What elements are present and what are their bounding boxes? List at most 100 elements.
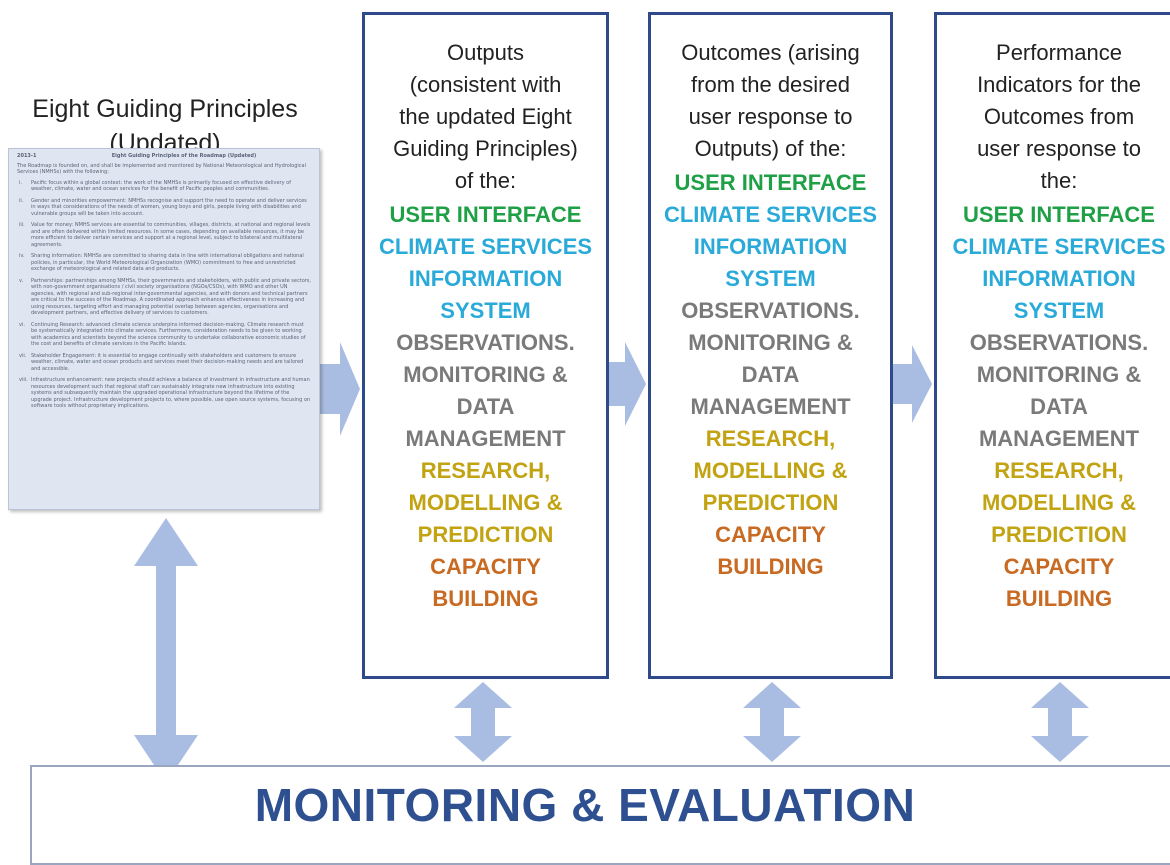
panel-body: USER INTERFACE CLIMATE SERVICES INFORMATIO…: [651, 167, 890, 583]
panel-component-line: BUILDING: [717, 554, 824, 579]
doc-principle-number: i.: [19, 179, 22, 186]
panel-component-line: DATA: [1030, 394, 1088, 419]
doc-principle-text: Gender and minorities empowerment: NMHSs…: [31, 197, 307, 217]
doc-principle-number: vii.: [19, 352, 27, 359]
doc-principle-text: Partnerships: partnerships among NMHSs, …: [31, 277, 312, 317]
doc-principle-number: iv.: [19, 253, 25, 259]
vertical-double-arrow: [454, 682, 512, 762]
panel-heading-line: of the:: [454, 168, 517, 193]
panel-heading-line: (consistent with: [409, 72, 562, 97]
panel-heading-line: user response to: [688, 104, 853, 129]
doc-principle-number: v.: [19, 277, 24, 284]
doc-principle-item: vi. Continuing Research: advanced climate…: [19, 321, 311, 348]
panel-component-line: SYSTEM: [440, 298, 531, 323]
panel-heading-line: Outputs: [446, 40, 525, 65]
panel-component-line: MANAGEMENT: [690, 394, 851, 419]
panel-component-line: SYSTEM: [725, 266, 816, 291]
panel-component-line: CAPACITY: [430, 554, 541, 579]
doc-principle-number: ii.: [19, 197, 24, 204]
panel-component-line: BUILDING: [432, 586, 539, 611]
doc-principle-text: Stakeholder Engagement: it is essential …: [31, 352, 304, 372]
vertical-double-arrow: [1031, 682, 1089, 762]
doc-principle-item: iv. Sharing information: NMHSs are commit…: [19, 253, 311, 273]
panel-heading-line: Outputs) of the:: [694, 136, 847, 161]
vertical-double-arrow: [134, 518, 198, 783]
panel-component-line: PREDICTION: [417, 522, 554, 547]
outcomes-panel: Outcomes (arising from the desired user re…: [648, 12, 893, 679]
right-arrow: [604, 342, 646, 426]
doc-intro: The Roadmap is founded on, and shall be …: [17, 162, 306, 176]
panel-component-line: CAPACITY: [715, 522, 826, 547]
panel-heading-line: Outcomes (arising: [681, 40, 860, 65]
outputs-panel: Outputs (consistent with the updated Eight…: [362, 12, 609, 679]
monitoring-evaluation-label: MONITORING & EVALUATION: [254, 779, 916, 831]
panel-component-line: CLIMATE SERVICES: [952, 234, 1166, 259]
panel-component-line: USER INTERFACE: [674, 170, 867, 195]
panel-component-line: MONITORING &: [403, 362, 568, 387]
panel-component-line: RESEARCH,: [994, 458, 1124, 483]
panel-component-line: USER INTERFACE: [963, 202, 1155, 227]
doc-principle-item: i. Pacific focus within a global context:…: [19, 179, 311, 193]
panel-heading-line: the:: [1040, 168, 1078, 193]
panel-component-line: PREDICTION: [991, 522, 1127, 547]
doc-principle-text: Pacific focus within a global context: t…: [31, 179, 291, 193]
panel-component-line: BUILDING: [1005, 586, 1113, 611]
doc-items: i. Pacific focus within a global context:…: [17, 180, 311, 410]
panel-component-line: DATA: [741, 362, 800, 387]
doc-principle-item: viii.Infrastructure enhancement: new pro…: [19, 377, 311, 410]
panel-component-line: OBSERVATIONS.: [969, 330, 1149, 355]
guiding-principles-document: 2013-1 Eight Guiding Principles of the R…: [8, 148, 320, 510]
panel-component-line: MODELLING &: [693, 458, 848, 483]
guiding-principles-title: Eight Guiding Principles (Updated): [0, 92, 330, 160]
vertical-double-arrow: [743, 682, 801, 762]
doc-principle-text: Sharing information: NMHSs are committed…: [31, 253, 304, 272]
panel-heading-line: Guiding Principles): [393, 136, 578, 161]
panel-component-line: OBSERVATIONS.: [681, 298, 860, 323]
panel-component-line: MONITORING &: [976, 362, 1142, 387]
panel-heading: Outcomes (arising from the desired user re…: [651, 37, 890, 165]
panel-component-line: CLIMATE SERVICES: [378, 234, 593, 259]
guiding-title-line: Eight Guiding Principles: [32, 95, 298, 123]
panel-component-line: PREDICTION: [702, 490, 839, 515]
doc-principle-item: vii. Stakeholder Engagement: it is essent…: [19, 352, 311, 373]
panel-component-line: INFORMATION: [408, 266, 563, 291]
panel-component-line: MONITORING &: [688, 330, 853, 355]
panel-component-line: OBSERVATIONS.: [396, 330, 575, 355]
doc-principle-item: iii. Value for money: NMHS services are e…: [19, 222, 311, 248]
panel-component-line: MANAGEMENT: [405, 426, 566, 451]
panel-component-line: CAPACITY: [1003, 554, 1115, 579]
panel-heading-line: from the desired: [691, 72, 850, 97]
panel-heading-line: Indicators for the: [977, 72, 1141, 97]
panel-heading-line: the updated Eight: [399, 104, 572, 129]
panel-body: USER INTERFACE CLIMATE SERVICES INFORMATIO…: [937, 199, 1170, 615]
doc-title: Eight Guiding Principles of the Roadmap …: [111, 153, 257, 159]
panel-component-line: RESEARCH,: [420, 458, 551, 483]
doc-principle-number: vi.: [19, 321, 25, 328]
panel-component-line: INFORMATION: [693, 234, 848, 259]
doc-principle-item: ii. Gender and minorities empowerment: NM…: [19, 197, 311, 218]
panel-component-line: USER INTERFACE: [389, 202, 582, 227]
panel-component-line: MODELLING &: [408, 490, 563, 515]
doc-header: 2013-1 Eight Guiding Principles of the R…: [17, 153, 311, 160]
right-arrow: [316, 342, 360, 436]
panel-component-line: DATA: [456, 394, 515, 419]
doc-principle-text: Value for money: NMHS services are essen…: [31, 222, 311, 248]
panel-component-line: INFORMATION: [982, 266, 1136, 291]
panel-component-line: MANAGEMENT: [978, 426, 1140, 451]
panel-heading-line: user response to: [977, 136, 1141, 161]
panel-component-line: CLIMATE SERVICES: [663, 202, 878, 227]
doc-principle-number: viii.: [19, 377, 28, 383]
panel-component-line: SYSTEM: [1013, 298, 1105, 323]
doc-id: 2013-1: [17, 153, 37, 159]
connector-arrows: [134, 342, 1089, 783]
panel-heading: Outputs (consistent with the updated Eight…: [365, 37, 606, 197]
panel-component-line: RESEARCH,: [705, 426, 836, 451]
doc-principle-text: Infrastructure enhancement: new projects…: [31, 377, 311, 409]
panel-body: USER INTERFACE CLIMATE SERVICES INFORMATIO…: [365, 199, 606, 615]
doc-principle-text: Continuing Research: advanced climate sc…: [31, 321, 306, 348]
panel-heading-line: Outcomes from: [983, 104, 1135, 129]
doc-principle-number: iii.: [19, 222, 25, 228]
right-arrow: [891, 345, 932, 423]
